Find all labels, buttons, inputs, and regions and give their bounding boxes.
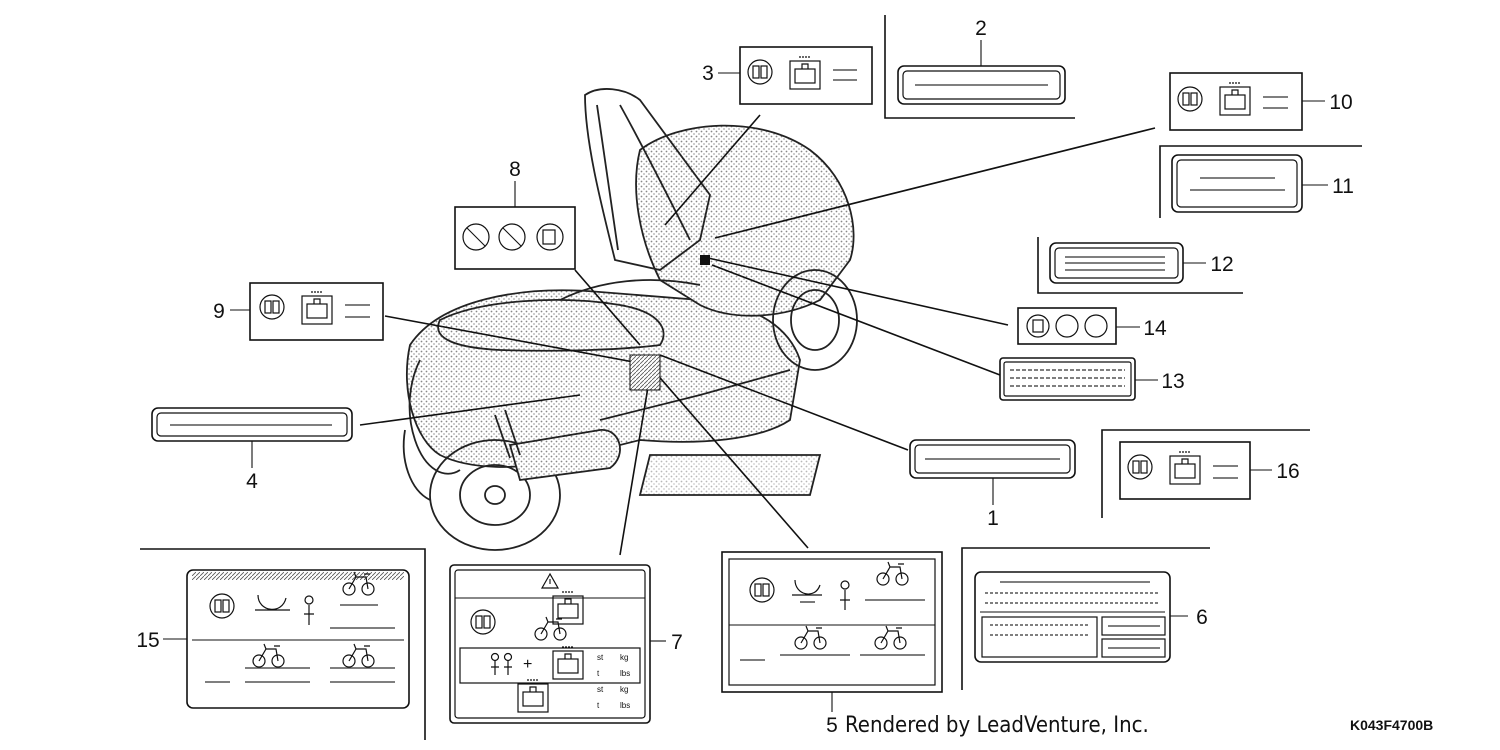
- diagram-part-code: K043F4700B: [1350, 717, 1433, 733]
- label7-unit-kg: kg: [620, 653, 628, 662]
- label-5: [721, 551, 943, 712]
- label7-unit-lbs: lbs: [620, 669, 630, 678]
- callout-10: 10: [1329, 91, 1352, 114]
- label7-unit-lbs-2: lbs: [620, 701, 630, 710]
- callout-2: 2: [975, 17, 987, 40]
- label7-unit-kg-2: kg: [620, 685, 628, 694]
- svg-text:st: st: [597, 653, 604, 662]
- callout-13: 13: [1161, 370, 1184, 393]
- callout-16: 16: [1276, 460, 1299, 483]
- label-9: [230, 282, 384, 341]
- label-8: [454, 181, 576, 270]
- callout-12: 12: [1210, 253, 1233, 276]
- svg-text:t: t: [597, 701, 600, 710]
- callout-4: 4: [246, 470, 258, 493]
- callout-1: 1: [987, 507, 999, 530]
- label-16: [1101, 429, 1310, 518]
- callout-14: 14: [1143, 317, 1167, 340]
- callout-5: 5: [826, 714, 838, 737]
- leader-lines: [359, 114, 1156, 556]
- label-15: [140, 548, 426, 740]
- label-4: [151, 407, 353, 468]
- callout-7: 7: [671, 631, 683, 654]
- label-10: [1169, 72, 1325, 131]
- callout-8: 8: [509, 158, 521, 181]
- svg-text:+: +: [523, 656, 532, 673]
- callout-11: 11: [1332, 175, 1354, 198]
- callout-3: 3: [702, 62, 714, 85]
- label-6: [961, 547, 1210, 690]
- label-7: + st t kg lbs st t kg lbs: [449, 564, 666, 724]
- svg-text:st: st: [597, 685, 604, 694]
- label-3: [718, 46, 873, 105]
- callout-15: 15: [136, 629, 159, 652]
- label-11: [1159, 145, 1362, 218]
- label-12: [1037, 237, 1243, 294]
- scooter-illustration: [402, 88, 858, 551]
- label-14: [1017, 307, 1140, 345]
- callout-numbers: 1 2 3 4 5 6 7 8 9 10 11 12 13 14 15 16: [136, 17, 1354, 737]
- rendered-by-credit: Rendered by LeadVenture, Inc.: [845, 713, 1149, 738]
- svg-text:t: t: [597, 669, 600, 678]
- callout-6: 6: [1196, 606, 1208, 629]
- callout-9: 9: [213, 300, 225, 323]
- label-2: [884, 15, 1075, 119]
- label-1: [909, 439, 1076, 505]
- label-13: [999, 357, 1158, 401]
